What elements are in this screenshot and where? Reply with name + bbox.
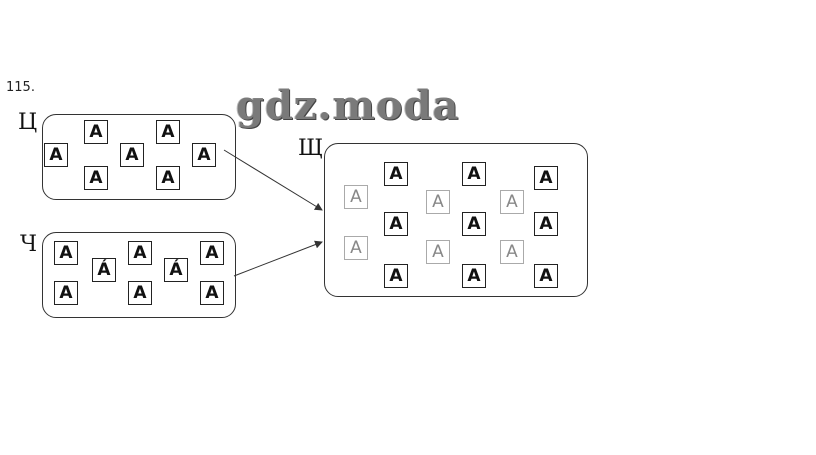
letter-tile: A — [384, 212, 408, 236]
letter-tile: A — [534, 264, 558, 288]
set-label-ts: Ц — [18, 110, 38, 135]
letter-tile: A — [384, 162, 408, 186]
letter-tile: A — [426, 240, 450, 264]
letter-tile: A — [128, 241, 152, 265]
letter-tile: A — [200, 281, 224, 305]
letter-tile: A — [84, 166, 108, 190]
letter-tile: A — [426, 190, 450, 214]
letter-tile-accent: Á — [92, 258, 116, 282]
letter-tile: A — [120, 143, 144, 167]
letter-tile: A — [192, 143, 216, 167]
letter-tile: A — [462, 162, 486, 186]
letter-tile-accent: Á — [164, 258, 188, 282]
letter-tile: A — [462, 264, 486, 288]
watermark-logo: gdz.moda — [236, 82, 460, 129]
letter-tile: A — [84, 120, 108, 144]
letter-tile: A — [384, 264, 408, 288]
letter-tile: A — [44, 143, 68, 167]
letter-tile: A — [500, 190, 524, 214]
letter-tile: A — [54, 241, 78, 265]
letter-tile: A — [534, 212, 558, 236]
letter-tile: A — [200, 241, 224, 265]
set-label-shch: Щ — [298, 136, 324, 161]
letter-tile: A — [128, 281, 152, 305]
set-label-ch: Ч — [20, 232, 38, 257]
problem-number: 115. — [6, 80, 35, 95]
arrow-ts-to-shch — [223, 149, 323, 211]
letter-tile: A — [534, 166, 558, 190]
letter-tile: A — [54, 281, 78, 305]
letter-tile: A — [344, 236, 368, 260]
letter-tile: A — [500, 240, 524, 264]
letter-tile: A — [156, 120, 180, 144]
arrow-ch-to-shch — [233, 240, 323, 277]
letter-tile: A — [462, 212, 486, 236]
letter-tile: A — [156, 166, 180, 190]
letter-tile: A — [344, 185, 368, 209]
